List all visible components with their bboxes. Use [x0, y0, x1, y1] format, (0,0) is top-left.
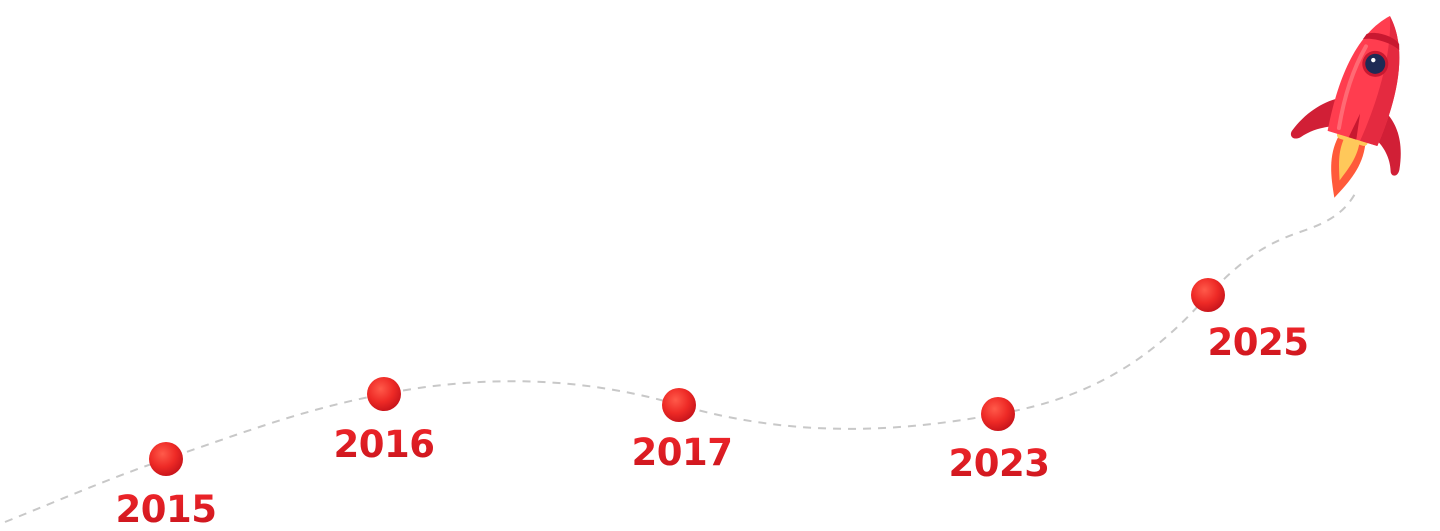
milestone-year-label: 2016 — [334, 423, 435, 466]
milestone: 2017 — [632, 388, 733, 474]
milestone-year-label: 2015 — [116, 488, 217, 531]
milestone-dot-icon — [981, 397, 1015, 431]
milestone: 2015 — [116, 442, 217, 531]
rocket-icon — [1290, 16, 1401, 198]
milestone-year-label: 2025 — [1208, 321, 1309, 364]
flight-path — [4, 191, 1357, 523]
milestone-dot-icon — [662, 388, 696, 422]
milestones-group: 2015 2016 2017 2023 2025 — [116, 278, 1309, 531]
milestone: 2016 — [334, 377, 435, 466]
milestone-year-label: 2017 — [632, 431, 733, 474]
milestone-year-label: 2023 — [949, 442, 1050, 485]
milestone: 2025 — [1191, 278, 1309, 364]
milestone-dot-icon — [367, 377, 401, 411]
milestone-dot-icon — [149, 442, 183, 476]
milestone-dot-icon — [1191, 278, 1225, 312]
milestone: 2023 — [949, 397, 1050, 485]
